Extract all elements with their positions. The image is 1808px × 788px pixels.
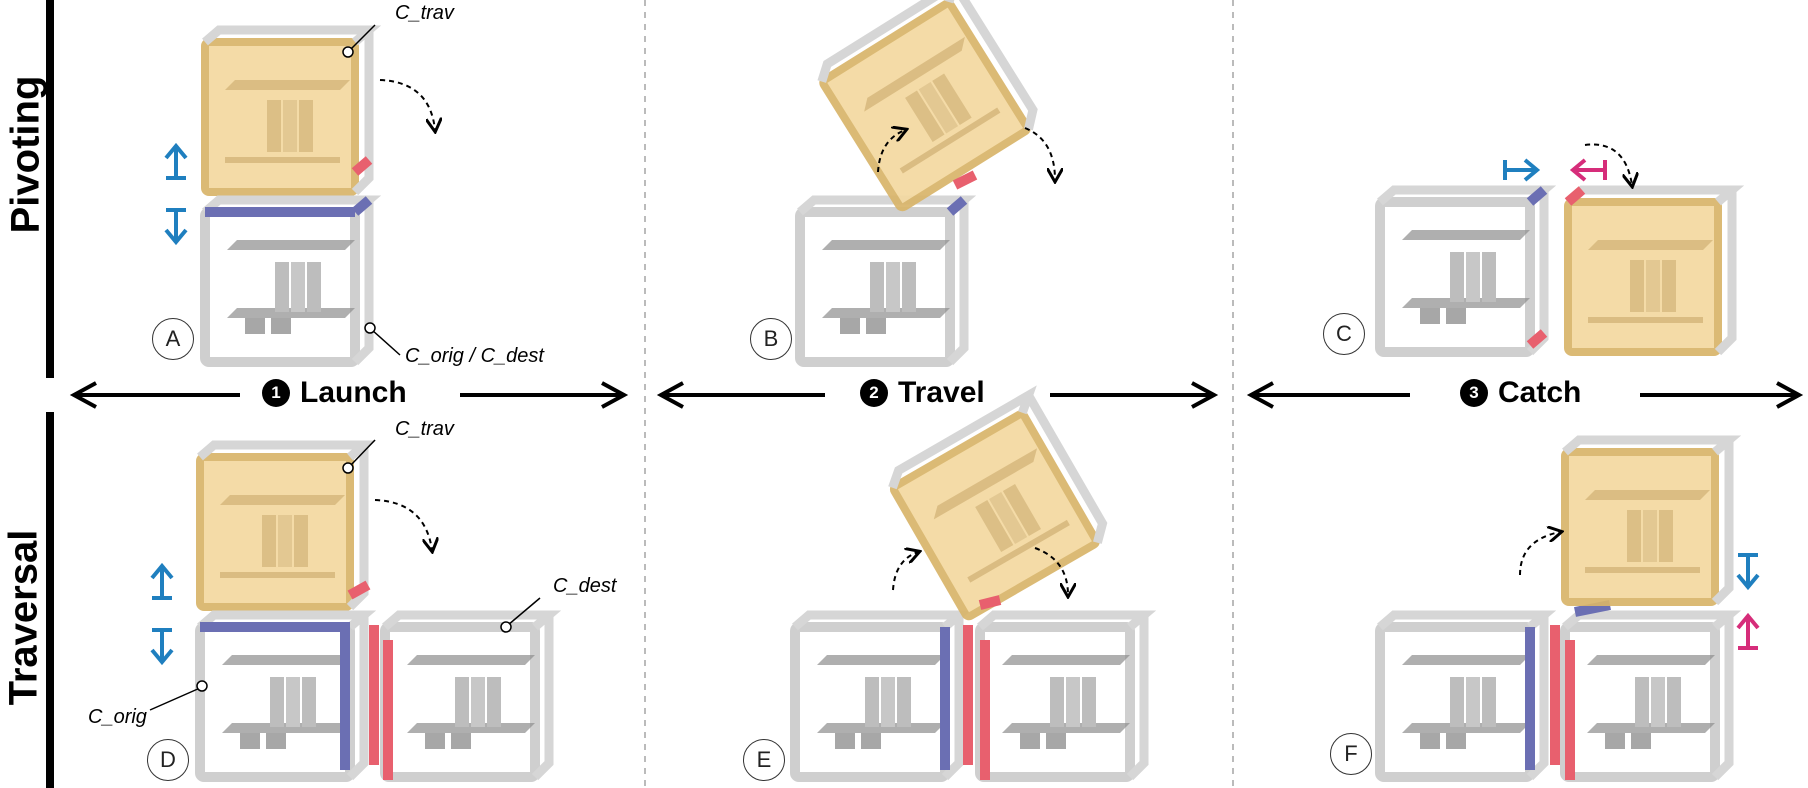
panel-c-drawing: [1380, 143, 1732, 353]
callout-d-c-trav: C_trav: [395, 418, 454, 440]
stage-label-catch: 3 Catch: [1460, 376, 1581, 410]
callout-d-c-orig: C_orig: [88, 706, 147, 728]
callout-a-c-orig-dest: C_orig / C_dest: [405, 345, 544, 367]
panel-b-drawing: [800, 0, 1055, 362]
stage-number-3: 3: [1460, 379, 1488, 407]
panel-letter-d: D: [147, 739, 189, 781]
panel-letter-f: F: [1330, 733, 1372, 775]
panel-letter-b: B: [750, 318, 792, 360]
stage-number-1: 1: [262, 379, 290, 407]
row-label-pivoting: Pivoting: [3, 75, 48, 234]
panel-f-drawing: [1380, 440, 1760, 780]
stage-title-travel: Travel: [898, 376, 985, 409]
panel-e-drawing: [795, 395, 1144, 780]
stage-label-launch: 1 Launch: [262, 376, 407, 410]
stage-title-catch: Catch: [1498, 376, 1582, 409]
panel-letter-e: E: [743, 739, 785, 781]
callout-a-c-trav: C_trav: [395, 2, 454, 24]
callout-d-c-dest: C_dest: [553, 575, 617, 597]
row-bar-traversal: [46, 412, 54, 788]
panel-a-drawing: [164, 24, 435, 362]
row-label-traversal: Traversal: [1, 529, 46, 706]
stage-label-travel: 2 Travel: [860, 376, 985, 410]
panel-letter-a: A: [152, 318, 194, 360]
stage-number-2: 2: [860, 379, 888, 407]
stage-title-launch: Launch: [300, 376, 407, 409]
row-bar-pivoting: [46, 0, 54, 378]
stage-arrows: [69, 381, 1804, 409]
panel-d-drawing: [149, 439, 549, 780]
panel-letter-c: C: [1323, 313, 1365, 355]
